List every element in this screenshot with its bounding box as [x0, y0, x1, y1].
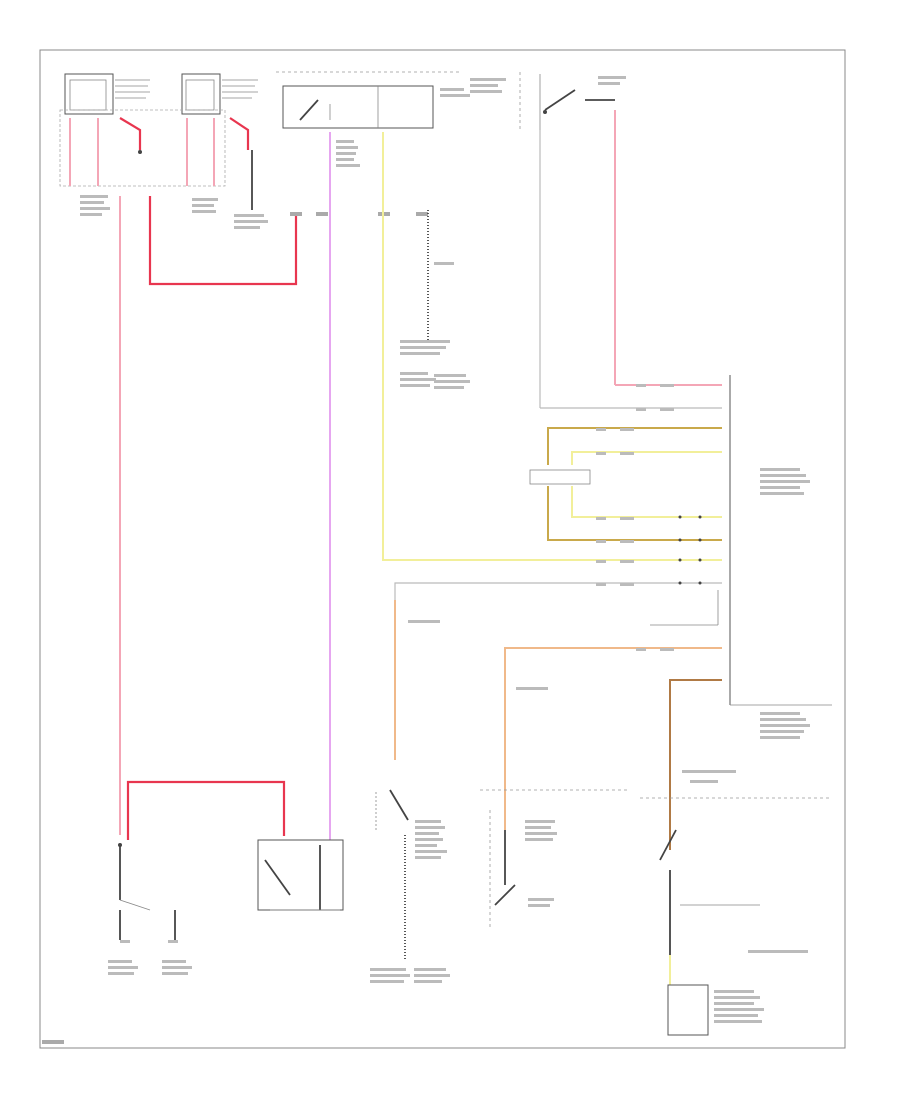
wire-labels — [408, 384, 808, 953]
can-splice — [529, 469, 591, 485]
battery — [118, 843, 178, 943]
diagram-frame — [39, 49, 846, 1049]
ecm-pins — [650, 515, 719, 626]
connector-row — [290, 212, 428, 216]
ground-labels — [108, 960, 450, 983]
ignition-switch — [539, 74, 626, 130]
fuse-labels — [80, 195, 268, 229]
transmission-range-sensor — [667, 984, 709, 1036]
fuse-block-left — [59, 73, 258, 187]
park-neutral-switch — [375, 789, 447, 960]
starter-motor — [257, 839, 344, 911]
diagram-id-mark — [42, 1040, 64, 1044]
engine-control-module — [729, 375, 832, 739]
relay-top — [276, 71, 521, 130]
transmission-switch — [480, 789, 630, 930]
